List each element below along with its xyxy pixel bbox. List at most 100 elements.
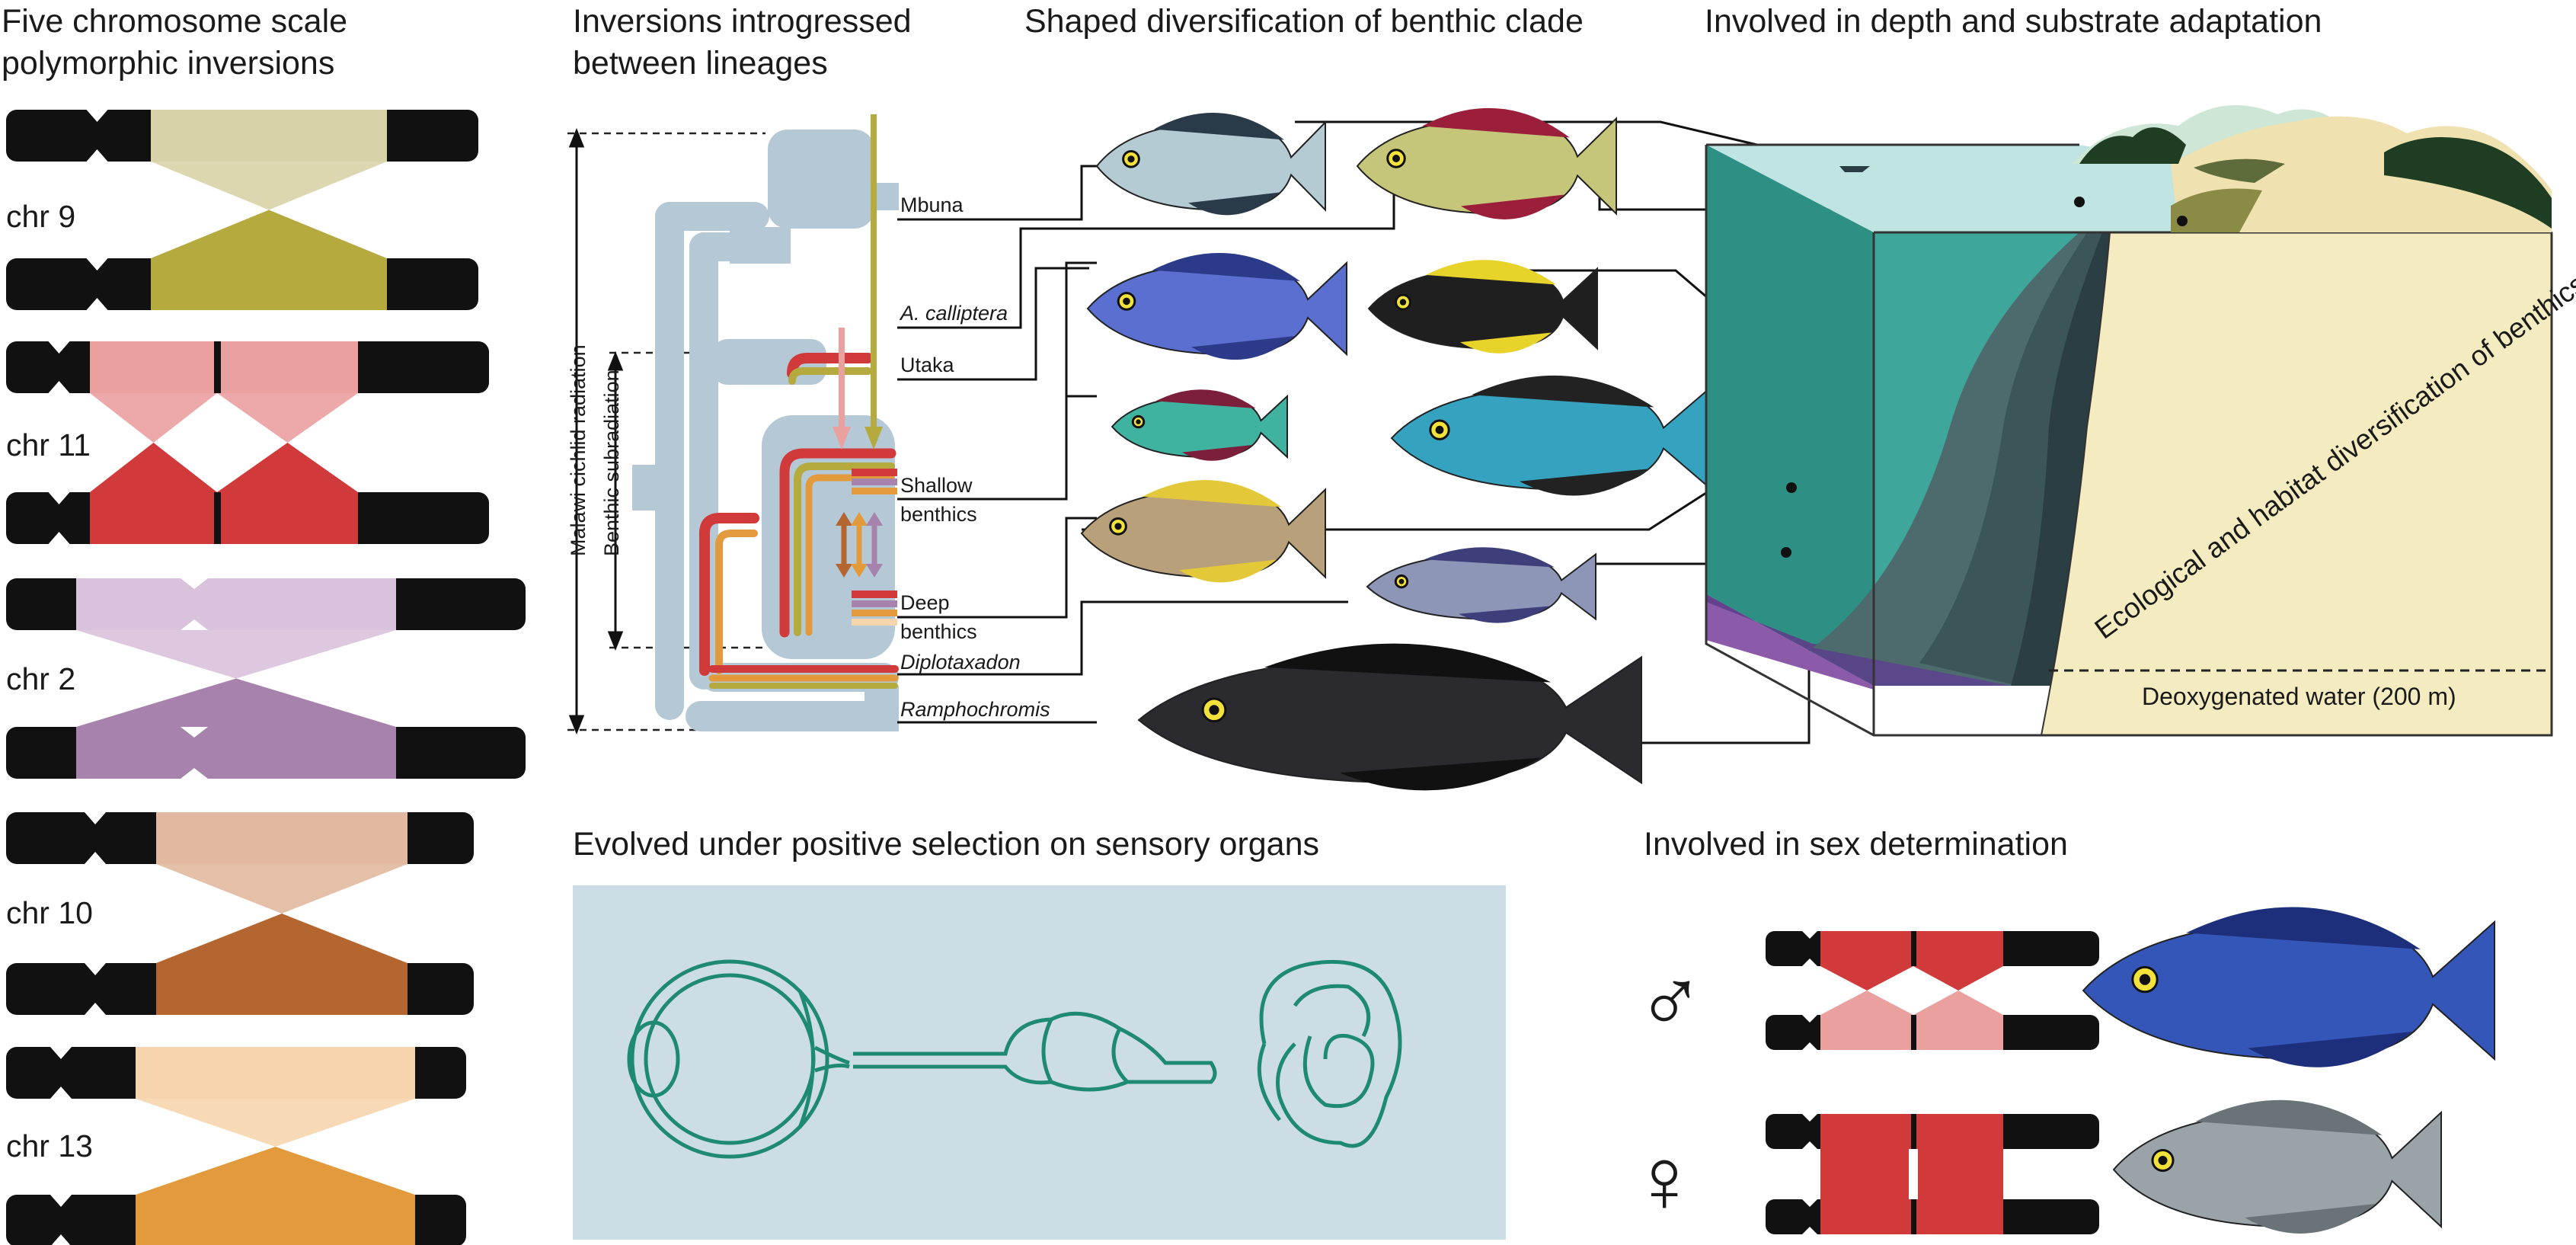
- deoxygenated-label: Deoxygenated water (200 m): [2142, 683, 2456, 710]
- chromosome-panel: chr 9 chr 11 chr 2 chr 10 chr 13: [6, 110, 526, 1245]
- centromere-notch: [50, 1195, 72, 1207]
- centromere: [1911, 1114, 1916, 1149]
- inversion-link: [1918, 1149, 2003, 1199]
- fish-deep-tan: [1080, 480, 1326, 583]
- chromosome-label: chr 13: [6, 1128, 93, 1163]
- inversion-link: [136, 1099, 415, 1147]
- lineage-deep: Deep: [900, 591, 950, 614]
- centromere-notch: [50, 1047, 72, 1059]
- inversion-link: [1913, 966, 2003, 991]
- radiation-label: Malawi cichlid radiation: [567, 344, 590, 556]
- sensory-panel: [573, 885, 1506, 1240]
- chromosome-label: chr 2: [6, 661, 75, 696]
- centromere-notch: [181, 619, 208, 630]
- inversion-link: [1820, 1149, 1909, 1199]
- centromere-notch: [1802, 1015, 1817, 1023]
- inversion-link: [156, 914, 407, 963]
- centromere-notch: [181, 768, 208, 779]
- sex-panel: ♂ ♀: [1630, 931, 2099, 1234]
- chromosome-label: chr 10: [6, 895, 93, 930]
- chromosome-pair-5: chr 13: [6, 1047, 466, 1245]
- inner-ear-icon: [1257, 959, 1402, 1148]
- lineage-labels: Mbuna A. calliptera Utaka Shallow benthi…: [899, 194, 1050, 721]
- depth-title: Involved in depth and substrate adaptati…: [1705, 3, 2322, 40]
- centromere-notch: [85, 963, 106, 975]
- inversion-band: [136, 1047, 415, 1099]
- introgression-title-1: Inversions introgressed: [573, 3, 912, 40]
- fish-utaka-blue: [1086, 252, 1347, 360]
- chromosome-label: chr 9: [6, 199, 75, 234]
- inversion-link: [1820, 966, 1913, 991]
- inversion-link: [90, 393, 217, 443]
- inversion-band: [90, 492, 358, 544]
- centromere-notch: [85, 1003, 106, 1015]
- lineage-shallow-2: benthics: [900, 503, 977, 526]
- centromere-notch: [86, 298, 108, 310]
- chromosome-pair-4: chr 10: [6, 812, 474, 1015]
- lineage-ramphochromis: Ramphochromis: [900, 698, 1050, 721]
- depth-block: Ecological and habitat diversification o…: [1705, 105, 2576, 737]
- centromere: [214, 492, 221, 544]
- lineage-calliptera: A. calliptera: [899, 302, 1008, 325]
- subradiation-label: Benthic subradiation: [600, 370, 623, 556]
- centromere-notch: [48, 381, 70, 393]
- benthic-title: Shaped diversification of benthic clade: [1024, 3, 1584, 40]
- centromere: [1911, 1199, 1916, 1234]
- chromosomes-title-2: polymorphic inversions: [2, 45, 334, 82]
- centromere-notch: [50, 1087, 72, 1099]
- fish-ramphochromis: [1137, 643, 1642, 791]
- lineage-mbuna: Mbuna: [900, 194, 964, 216]
- centromere-notch: [51, 1234, 71, 1245]
- chromosome-pair-3: chr 2: [6, 578, 526, 779]
- centromere: [1911, 1015, 1916, 1050]
- centromere-notch: [1802, 959, 1817, 966]
- eye-icon: [627, 959, 850, 1159]
- centromere-notch: [86, 110, 108, 122]
- centromere-notch: [86, 149, 108, 162]
- fish-calliptera: [1356, 107, 1617, 219]
- inversion-link: [217, 443, 358, 492]
- centromere: [1911, 931, 1916, 966]
- chromosomes-title-1: Five chromosome scale: [2, 3, 347, 40]
- inversion-band: [156, 963, 407, 1015]
- fish-shallow-large: [1390, 375, 1712, 496]
- centromere-notch: [86, 258, 108, 270]
- sex-title: Involved in sex determination: [1644, 826, 2068, 863]
- chromosome-pair-1: chr 9: [6, 110, 478, 310]
- inversion-band: [136, 1195, 415, 1245]
- inversion-band: [90, 341, 358, 393]
- inversion-band: [76, 727, 396, 779]
- brain-icon: [853, 1011, 1217, 1092]
- inversion-link: [151, 162, 387, 210]
- lineage-diplotaxadon: Diplotaxadon: [900, 651, 1021, 674]
- centromere-notch: [1802, 1227, 1817, 1234]
- sensory-title: Evolved under positive selection on sens…: [573, 826, 1319, 863]
- chromosome-label: chr 11: [6, 427, 91, 462]
- fish-mbuna: [1095, 113, 1326, 216]
- phylogeny-tree: Malawi cichlid radiation Benthic subradi…: [567, 114, 899, 735]
- centromere-notch: [48, 532, 70, 544]
- inversion-band: [156, 812, 407, 864]
- centromere-notch: [85, 812, 106, 824]
- fish-male: [2082, 907, 2495, 1067]
- centromere-notch: [85, 852, 106, 864]
- fish-shallow-small: [1111, 389, 1288, 461]
- centromere-notch: [48, 341, 70, 354]
- centromere-notch: [1802, 1141, 1817, 1149]
- centromere-notch: [48, 492, 70, 504]
- fish-utaka-black: [1367, 260, 1598, 354]
- inversion-band: [151, 110, 387, 162]
- centromere-notch: [181, 578, 208, 589]
- centromere: [214, 341, 221, 393]
- inversion-link: [1913, 991, 2003, 1015]
- inversion-link: [151, 210, 387, 258]
- lineage-shallow: Shallow: [900, 474, 973, 497]
- inversion-band: [76, 578, 396, 630]
- centromere-notch: [1802, 931, 1817, 939]
- lineage-utaka: Utaka: [900, 354, 955, 376]
- chromosome-pair-2: chr 11: [6, 341, 489, 544]
- inversion-link: [156, 864, 407, 914]
- introgression-title-2: between lineages: [573, 45, 828, 82]
- fish-female: [2112, 1099, 2442, 1234]
